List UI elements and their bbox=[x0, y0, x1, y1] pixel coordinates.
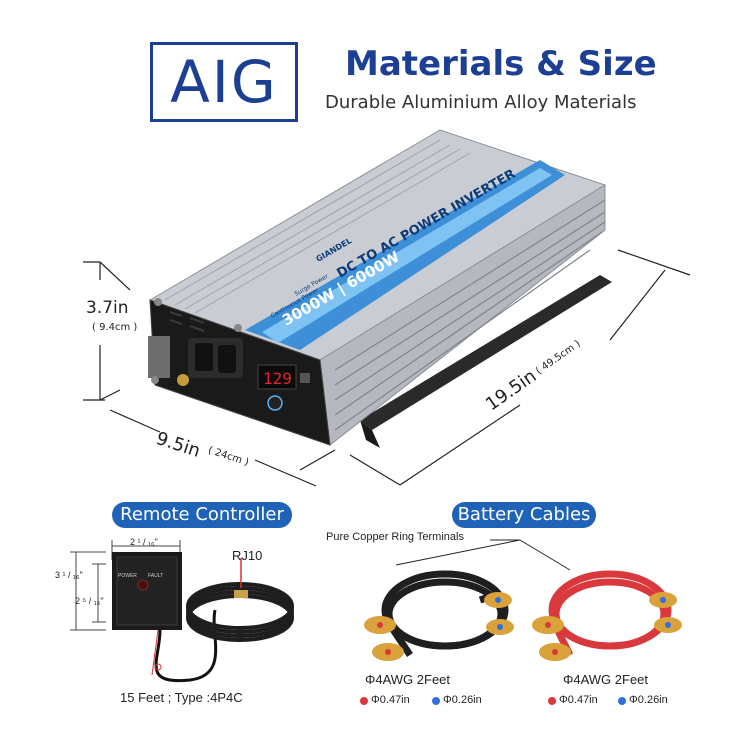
logo-frame bbox=[150, 42, 298, 122]
rj10-connector bbox=[234, 590, 248, 598]
page-title: Materials & Size bbox=[345, 44, 657, 84]
blue-dot-icon bbox=[432, 697, 440, 705]
black-cable-spec: Φ4AWG 2Feet bbox=[365, 672, 451, 687]
remote-fault-label: FAULT bbox=[148, 573, 164, 579]
remote-outer-height: 3 ¹ / ₁₆" bbox=[55, 570, 83, 580]
height-dimension-metric: ( 9.4cm ) bbox=[92, 322, 138, 333]
remote-controller-label: Remote Controller bbox=[112, 502, 292, 528]
display-value: 129 bbox=[263, 369, 292, 388]
remote-top-dimension: 2 ¹ / ₁₆" bbox=[130, 537, 158, 547]
blue-dot-icon bbox=[618, 697, 626, 705]
remote-inner-height: 2 ⁵ / ₁₆" bbox=[75, 596, 104, 606]
remote-cable-caption: 15 Feet ; Type :4P4C bbox=[120, 690, 243, 705]
remote-power-label: POWER bbox=[118, 573, 137, 579]
led-display bbox=[257, 364, 297, 390]
terminal-label: Pure Copper Ring Terminals bbox=[326, 531, 464, 543]
battery-cables-illustration bbox=[364, 539, 682, 661]
mounting-foot bbox=[360, 275, 612, 430]
height-dimension: 3.7in bbox=[86, 298, 129, 318]
usb-port bbox=[300, 373, 310, 383]
red-cable-spec: Φ4AWG 2Feet bbox=[563, 672, 649, 687]
battery-terminals bbox=[148, 336, 170, 378]
black-cable-large-hole: Φ0.47in bbox=[371, 694, 410, 706]
page-subtitle: Durable Aluminium Alloy Materials bbox=[325, 92, 637, 113]
rj10-label: RJ10 bbox=[232, 548, 263, 563]
remote-power-button[interactable] bbox=[137, 579, 149, 591]
power-button[interactable] bbox=[267, 395, 283, 411]
red-dot-icon bbox=[548, 697, 556, 705]
red-dot-icon bbox=[360, 697, 368, 705]
red-cable-small-hole: Φ0.26in bbox=[629, 694, 668, 706]
battery-cables-label: Battery Cables bbox=[452, 502, 596, 528]
black-cable-small-hole: Φ0.26in bbox=[443, 694, 482, 706]
inverter-illustration: 129 3000W | 6000W DC TO AC POWER INVERTE… bbox=[83, 129, 691, 487]
ground-terminal bbox=[177, 374, 189, 386]
brand-logo: AIG bbox=[170, 48, 278, 116]
red-cable-large-hole: Φ0.47in bbox=[559, 694, 598, 706]
remote-controller-illustration bbox=[70, 540, 294, 683]
